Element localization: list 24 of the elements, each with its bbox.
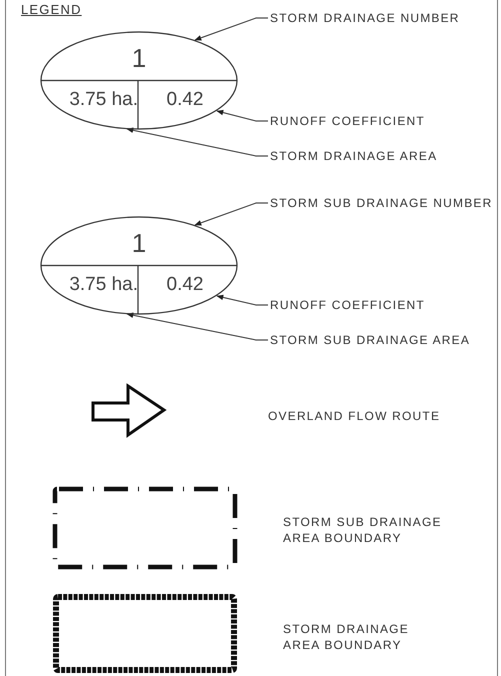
callout-text: STORM SUB DRAINAGE NUMBER xyxy=(270,195,492,211)
drainage-label-ellipse xyxy=(40,216,238,315)
callout-text: RUNOFF COEFFICIENT xyxy=(270,113,425,129)
runoff-coefficient-value: 0.42 xyxy=(166,88,204,111)
leader-line xyxy=(126,128,268,156)
legend-text: STORM DRAINAGE AREA BOUNDARY xyxy=(283,621,410,653)
drainage-number: 1 xyxy=(130,228,148,258)
callout-text: STORM SUB DRAINAGE AREA xyxy=(270,332,470,348)
leader-line xyxy=(216,110,268,122)
leader-line xyxy=(194,18,268,40)
leader-line xyxy=(216,294,268,306)
drainage-number: 1 xyxy=(130,43,148,73)
legend-text: STORM SUB DRAINAGE AREA BOUNDARY xyxy=(283,514,443,546)
callout-text: STORM DRAINAGE NUMBER xyxy=(270,10,460,26)
callout-text: RUNOFF COEFFICIENT xyxy=(270,297,425,313)
drainage-label-ellipse xyxy=(40,31,238,130)
callout-text: STORM DRAINAGE AREA xyxy=(270,148,438,164)
leader-line xyxy=(126,312,268,340)
leader-line xyxy=(194,202,268,226)
drainage-area-value: 3.75 ha. xyxy=(68,88,138,111)
legend-heading: LEGEND xyxy=(21,2,82,18)
runoff-coefficient-value: 0.42 xyxy=(166,273,204,296)
drainage-area-value: 3.75 ha. xyxy=(68,273,138,296)
legend-text: OVERLAND FLOW ROUTE xyxy=(268,408,442,424)
